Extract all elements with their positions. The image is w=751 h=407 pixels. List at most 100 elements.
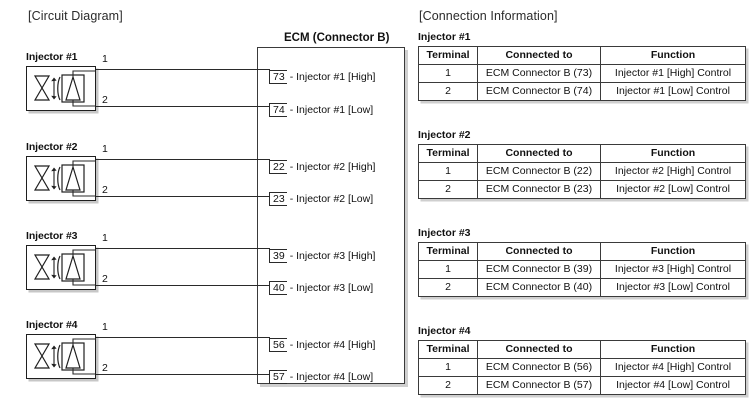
wire-injector-4-low xyxy=(96,374,269,375)
connection-table-title-3: Injector #3 xyxy=(418,227,471,239)
table-header-terminal: Terminal xyxy=(418,144,478,163)
injector-1-terminal-1-number: 1 xyxy=(102,53,108,65)
injector-label-2: Injector #2 xyxy=(26,141,78,153)
connection-table-title-2: Injector #2 xyxy=(418,129,471,141)
table-header-connected-to: Connected to xyxy=(477,242,601,261)
injector-label-1: Injector #1 xyxy=(26,51,78,63)
wire-injector-3-high xyxy=(96,248,269,249)
ecm-pin-23-label: - Injector #2 [Low] xyxy=(289,193,374,205)
injector-box-3 xyxy=(26,245,96,290)
ecm-pin-57-number: 57 xyxy=(269,370,287,384)
injector-4-terminal-1-number: 1 xyxy=(102,321,108,333)
wire-injector-2-low xyxy=(96,196,269,197)
table-cell-connected-to: ECM Connector B (74) xyxy=(477,82,601,101)
ecm-pin-73-number: 73 xyxy=(269,70,287,84)
ecm-pin-74: 74- Injector #1 [Low] xyxy=(269,103,373,117)
ecm-pin-22: 22- Injector #2 [High] xyxy=(269,160,375,174)
injector-4-terminal-2-number: 2 xyxy=(102,362,108,374)
table-cell-connected-to: ECM Connector B (57) xyxy=(477,376,601,395)
injector-label-3: Injector #3 xyxy=(26,230,78,242)
wire-injector-4-high xyxy=(96,337,269,338)
ecm-pin-22-label: - Injector #2 [High] xyxy=(289,161,376,173)
ecm-pin-40-label: - Injector #3 [Low] xyxy=(289,282,374,294)
table-cell-function: Injector #4 [High] Control xyxy=(600,358,746,377)
ecm-pin-57: 57- Injector #4 [Low] xyxy=(269,370,373,384)
ecm-pin-39: 39- Injector #3 [High] xyxy=(269,249,375,263)
table-cell-function: Injector #1 [Low] Control xyxy=(600,82,746,101)
ecm-pin-40: 40- Injector #3 [Low] xyxy=(269,281,373,295)
table-cell-function: Injector #2 [High] Control xyxy=(600,162,746,181)
table-header-function: Function xyxy=(600,340,746,359)
injector-box-1 xyxy=(26,66,96,111)
injector-2-terminal-2-number: 2 xyxy=(102,184,108,196)
injector-box-2 xyxy=(26,156,96,201)
table-header-function: Function xyxy=(600,242,746,261)
table-cell-function: Injector #4 [Low] Control xyxy=(600,376,746,395)
table-header-function: Function xyxy=(600,144,746,163)
table-cell-terminal: 2 xyxy=(418,278,478,297)
table-cell-terminal: 2 xyxy=(418,82,478,101)
ecm-pin-22-number: 22 xyxy=(269,160,287,174)
connection-table-title-1: Injector #1 xyxy=(418,31,471,43)
table-cell-connected-to: ECM Connector B (73) xyxy=(477,64,601,83)
table-cell-function: Injector #3 [High] Control xyxy=(600,260,746,279)
table-cell-terminal: 1 xyxy=(418,358,478,377)
table-header-connected-to: Connected to xyxy=(477,340,601,359)
table-header-connected-to: Connected to xyxy=(477,144,601,163)
ecm-connector-title: ECM (Connector B) xyxy=(284,32,390,44)
table-header-terminal: Terminal xyxy=(418,242,478,261)
injector-symbol-icon xyxy=(33,160,95,197)
wire-injector-1-low xyxy=(96,106,269,107)
ecm-pin-39-label: - Injector #3 [High] xyxy=(289,250,376,262)
ecm-pin-23: 23- Injector #2 [Low] xyxy=(269,192,373,206)
table-cell-connected-to: ECM Connector B (56) xyxy=(477,358,601,377)
table-cell-function: Injector #1 [High] Control xyxy=(600,64,746,83)
ecm-pin-56-label: - Injector #4 [High] xyxy=(289,339,376,351)
wire-injector-3-low xyxy=(96,285,269,286)
injector-symbol-icon xyxy=(33,338,95,375)
table-cell-function: Injector #3 [Low] Control xyxy=(600,278,746,297)
circuit-diagram-title: [Circuit Diagram] xyxy=(28,9,123,23)
table-cell-terminal: 1 xyxy=(418,162,478,181)
wire-injector-2-high xyxy=(96,159,269,160)
ecm-pin-40-number: 40 xyxy=(269,281,287,295)
injector-symbol-icon xyxy=(33,249,95,286)
injector-2-terminal-1-number: 1 xyxy=(102,143,108,155)
connection-information-title: [Connection Information] xyxy=(419,9,558,23)
injector-3-terminal-2-number: 2 xyxy=(102,273,108,285)
ecm-pin-74-label: - Injector #1 [Low] xyxy=(289,104,374,116)
ecm-pin-73: 73- Injector #1 [High] xyxy=(269,70,375,84)
table-header-function: Function xyxy=(600,46,746,65)
table-header-terminal: Terminal xyxy=(418,340,478,359)
ecm-connector-box xyxy=(257,47,405,384)
table-cell-terminal: 2 xyxy=(418,376,478,395)
table-cell-connected-to: ECM Connector B (22) xyxy=(477,162,601,181)
ecm-pin-56: 56- Injector #4 [High] xyxy=(269,338,375,352)
table-cell-connected-to: ECM Connector B (23) xyxy=(477,180,601,199)
table-cell-terminal: 1 xyxy=(418,260,478,279)
injector-1-terminal-2-number: 2 xyxy=(102,94,108,106)
ecm-pin-39-number: 39 xyxy=(269,249,287,263)
connection-table-title-4: Injector #4 xyxy=(418,325,471,337)
ecm-pin-73-label: - Injector #1 [High] xyxy=(289,71,376,83)
table-cell-terminal: 1 xyxy=(418,64,478,83)
ecm-pin-74-number: 74 xyxy=(269,103,287,117)
table-cell-connected-to: ECM Connector B (39) xyxy=(477,260,601,279)
injector-box-4 xyxy=(26,334,96,379)
ecm-pin-57-label: - Injector #4 [Low] xyxy=(289,371,374,383)
